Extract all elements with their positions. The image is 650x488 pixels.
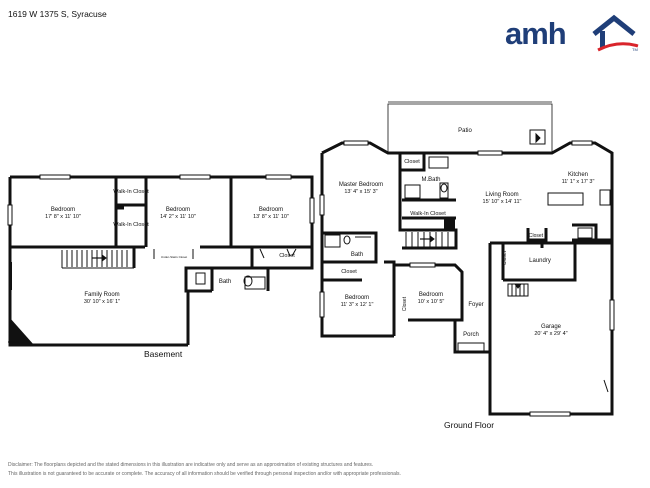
porch-label: Porch (463, 332, 479, 338)
ground-bath: Bath (351, 252, 363, 258)
ground-walk-in-closet: Walk-In Closet (410, 211, 446, 217)
family-room-dims: 30' 10" x 16' 1" (84, 299, 120, 305)
garage-name: Garage (541, 324, 562, 330)
kitchen-closet: Closet (529, 233, 544, 239)
basement-windows (7, 174, 315, 226)
disclaimer-line-1: Disclaimer: The floorplans depicted and … (8, 462, 374, 468)
disclaimer: Disclaimer: The floorplans depicted and … (8, 461, 401, 479)
ground-bedroom-1-name: Bedroom (345, 295, 369, 301)
basement-closet: Closet (279, 253, 295, 259)
kitchen-name: Kitchen (568, 172, 588, 178)
walk-in-closet-shelf (444, 218, 455, 229)
basement-bedroom-1-dims: 17' 8" x 11' 10" (45, 214, 81, 220)
garage-dims: 20' 4" x 29' 4" (534, 331, 567, 337)
property-address: 1619 W 1375 S, Syracuse (8, 9, 107, 19)
amh-logo[interactable]: amh TM (505, 10, 640, 52)
living-room-name: Living Room (485, 192, 518, 198)
ground-bedroom-2-dims: 10' x 10' 5" (418, 299, 445, 305)
kitchen-dims: 11' 1" x 17' 3" (562, 179, 595, 185)
ground-bedroom-2-name: Bedroom (419, 292, 443, 298)
laundry-closet: Closet (502, 250, 508, 265)
basement-walk-in-closet-2: Walk-In Closet (113, 222, 149, 228)
basement-under-stairs-closet: Under-Stairs Closet (161, 255, 187, 259)
ground-details (324, 129, 611, 393)
trademark-mark: TM (632, 47, 638, 52)
fireplace-label: Fireplace (8, 341, 19, 344)
ground-floor-title: Ground Floor (444, 420, 495, 430)
basement-labels: Bedroom 17' 8" x 11' 10" Walk-In Closet … (8, 189, 295, 344)
master-bedroom-dims: 13' 4" x 15' 3" (344, 189, 377, 195)
ground-bedroom-1-dims: 11' 3" x 12' 1" (341, 302, 374, 308)
master-bath: M.Bath (421, 177, 440, 183)
master-closet: Closet (404, 159, 420, 165)
house-roof-icon: TM (592, 14, 639, 52)
basement-walk-in-closet-1: Walk-In Closet (113, 189, 149, 195)
logo-text: amh (505, 16, 567, 51)
basement-details (61, 248, 297, 290)
ground-windows (319, 140, 615, 417)
family-room-name: Family Room (84, 292, 119, 298)
patio-label: Patio (458, 128, 472, 134)
basement-bedroom-2-dims: 14' 2" x 11' 10" (160, 214, 196, 220)
foyer-label: Foyer (468, 302, 483, 308)
basement-title: Basement (144, 349, 183, 359)
ground-labels: Patio Master Bedroom 13' 4" x 15' 3" Clo… (339, 128, 595, 338)
basement-bedroom-2-name: Bedroom (166, 207, 190, 213)
ground-closet-1: Closet (341, 269, 357, 275)
patio-outline (387, 101, 553, 152)
basement-bedroom-3-dims: 13' 8" x 11' 10" (253, 214, 289, 220)
disclaimer-line-2: This illustration is not guaranteed to b… (8, 471, 401, 477)
master-bedroom-name: Master Bedroom (339, 182, 383, 188)
basement-bedroom-3-name: Bedroom (259, 207, 283, 213)
basement-bath: Bath (219, 279, 231, 285)
basement-bedroom-1-name: Bedroom (51, 207, 75, 213)
laundry-label: Laundry (529, 258, 551, 264)
living-room-dims: 15' 10" x 14' 11" (483, 199, 522, 205)
ground-closet-2: Closet (402, 296, 408, 311)
basement-walls (8, 175, 314, 347)
fireplace-icon (10, 318, 34, 345)
basement-vent (9, 262, 12, 290)
